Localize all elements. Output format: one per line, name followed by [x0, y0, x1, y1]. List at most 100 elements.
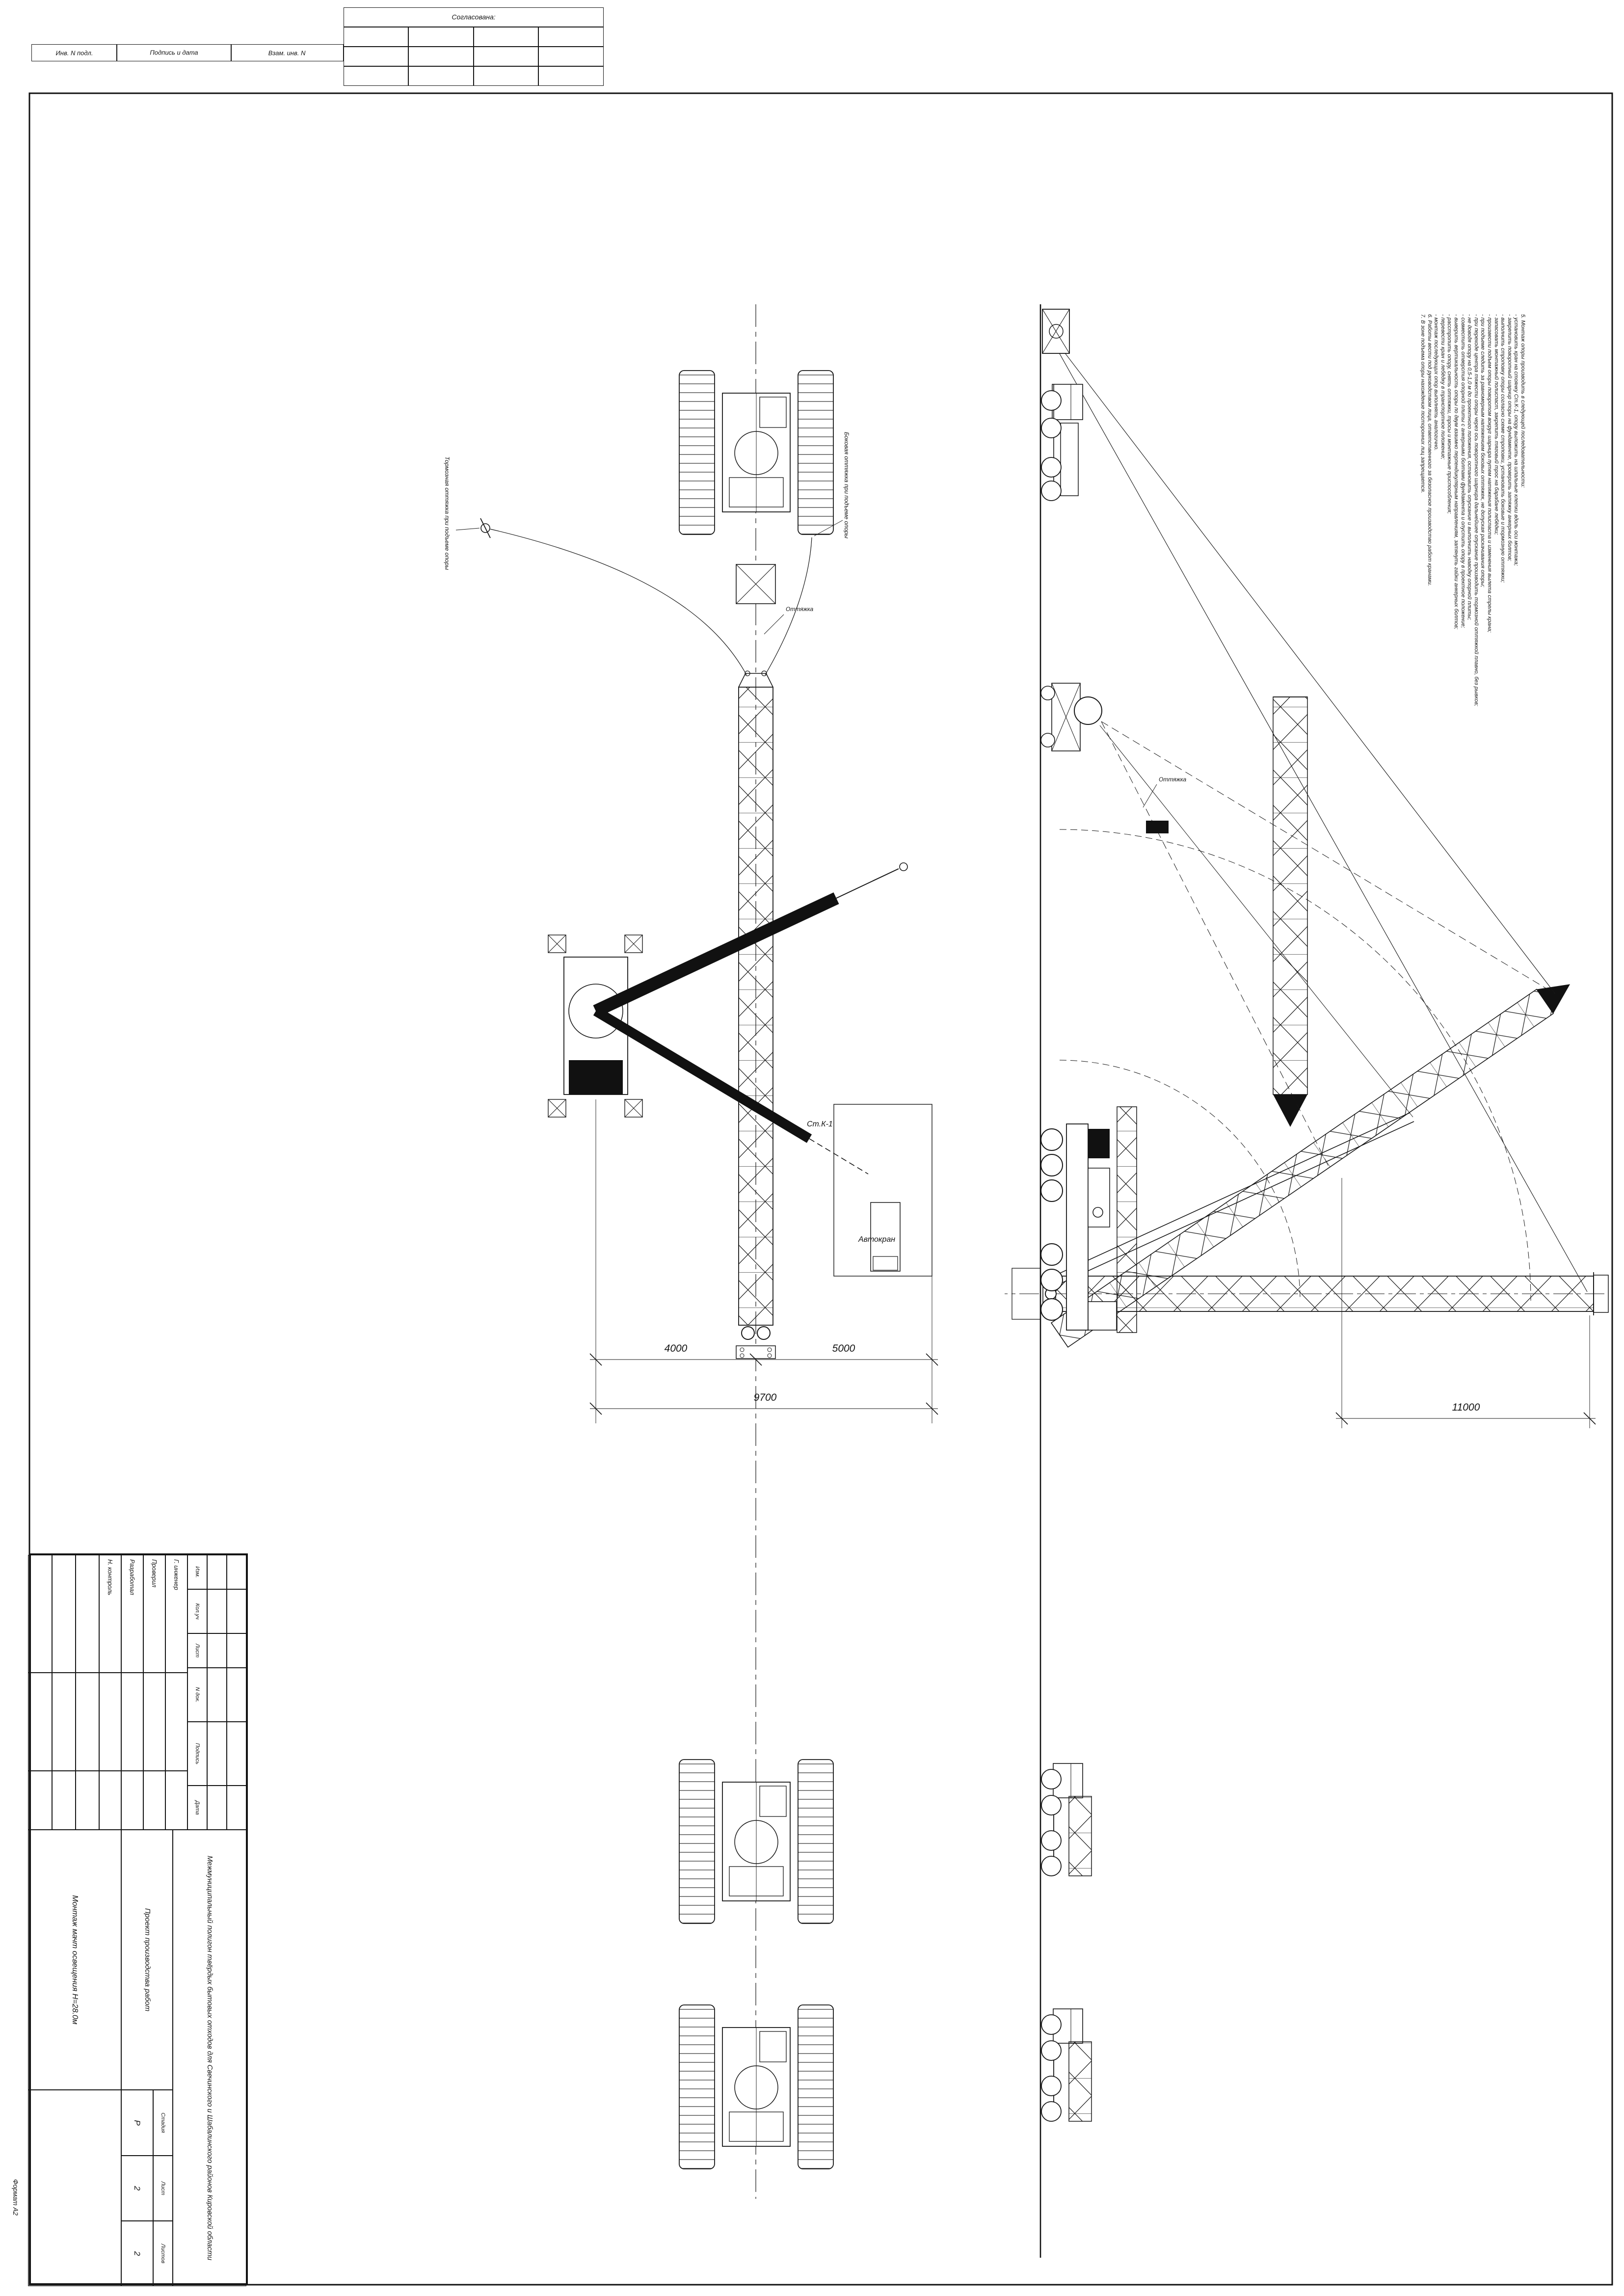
change-header-podpis: Подпись [187, 1722, 207, 1786]
strip-inv-label: Инв. N подл. [55, 49, 93, 57]
approval-table: Согласована: [344, 7, 604, 86]
organization-cell [28, 2090, 121, 2286]
approval-cell [344, 66, 409, 86]
strip-vzam: Взам. инв. N [231, 44, 344, 61]
sheets-value-cell: 2 [121, 2221, 153, 2286]
note-line: - запасовать монтажный полиспаст, закреп… [1493, 314, 1499, 535]
note-line: - не доводя опору на 0,5-1,0 м до проект… [1466, 314, 1473, 620]
dim-text-4000: 4000 [665, 1343, 688, 1354]
mast-head-plan [738, 673, 773, 688]
guy-label-1: Тормозная оттяжка при подъеме опоры [444, 456, 451, 570]
change-cell [227, 1786, 246, 1830]
hinge-plan-2 [741, 1326, 755, 1340]
winch-unit [1040, 683, 1102, 751]
flatbed-truck [1041, 384, 1083, 501]
stage-value-cell: Р [121, 2090, 153, 2156]
role-norm-control: Н. контроль [99, 1555, 121, 1673]
anchor-point [480, 523, 490, 533]
note-line: - выверить вертикальность опоры по двум … [1453, 314, 1460, 630]
blank-cell [52, 1771, 76, 1830]
note-line: - выполнить строповку опоры согласно схе… [1500, 314, 1506, 583]
change-header-data: Дата [187, 1786, 207, 1830]
role-chief-engineer: Г. инженер [165, 1555, 187, 1673]
strip-podpis-label: Подпись и дата [150, 49, 198, 56]
change-cell [227, 1555, 246, 1589]
guy-cables [1043, 324, 1588, 1292]
approval-cell [408, 47, 474, 66]
change-cell [207, 1668, 227, 1722]
approval-header-cell: Согласована: [344, 7, 604, 27]
signature-cell [165, 1673, 187, 1771]
date-cell [165, 1771, 187, 1830]
change-cell [227, 1589, 246, 1633]
blank-cell [28, 1771, 52, 1830]
station-label: Ст.К-1 [807, 1120, 833, 1128]
blank-cell [52, 1673, 76, 1771]
margin-strips: Взам. инв. N Подпись и дата Инв. N подл. [29, 44, 344, 61]
blank-cell [28, 1673, 52, 1771]
strip-vzam-label: Взам. инв. N [268, 49, 306, 56]
change-cell [227, 1668, 246, 1722]
change-cell [227, 1633, 246, 1668]
blank-cell [76, 1555, 99, 1673]
approval-cell [344, 27, 409, 47]
assembly-notes: 5. Монтаж опоры производить в следующей … [1412, 314, 1526, 866]
hook [899, 862, 908, 871]
approval-cell [538, 27, 604, 47]
note-line: - расстропить опору, снять оттяжки, трос… [1446, 314, 1453, 514]
plan-dimensions: 4000 5000 9700 [589, 1099, 938, 1423]
truck-crane-elevation [1040, 1106, 1137, 1333]
note-line: - при переходе центра тяжести опоры чере… [1473, 314, 1479, 706]
tie-label-text: Оттяжка [1159, 776, 1187, 783]
signature-cell [99, 1673, 121, 1771]
crawler-crane-position-3 [679, 2004, 834, 2169]
section-truck-2 [1041, 2008, 1092, 2122]
note-line: - перевести кран и лебёдку в транспортно… [1439, 314, 1446, 460]
signature-cell [143, 1673, 165, 1771]
mast-head-black-tip [1536, 984, 1571, 1014]
sheets-label-cell: Листов [153, 2221, 173, 2286]
approval-grid [344, 27, 604, 86]
note-line: 6. Работы вести под руководством лица, о… [1426, 314, 1433, 586]
note-line: - совместить отверстия опорной плиты с а… [1460, 314, 1466, 628]
lift-trajectory-arc-outer [1059, 829, 1531, 1301]
erected-mast [1012, 1268, 1609, 1320]
sheet-label-cell: Лист [153, 2156, 173, 2221]
note-line: - при подъеме следить за равномерным нат… [1480, 314, 1486, 587]
counterweight-black [569, 1060, 623, 1095]
lattice-mast-plan [736, 670, 776, 1359]
section-truck-1 [1041, 1763, 1092, 1876]
mast-intermediate-position [1050, 984, 1571, 1348]
crane-counterweight [1088, 1129, 1110, 1158]
blank-cell [76, 1771, 99, 1830]
foundation [1012, 1268, 1041, 1320]
object-name-cell: Межмуниципальный полигон твёрдых бытовых… [173, 1830, 246, 2286]
note-line: - произвести подъем опоры поворотом вокр… [1487, 314, 1493, 633]
note-line: 7. В зоне подъема опоры нахождение посто… [1420, 314, 1426, 493]
crane-boom-lattice [1117, 1106, 1137, 1333]
lift-trajectory-arc-inner [1059, 1060, 1301, 1301]
guy-ropes-plan [480, 518, 812, 675]
format-label: Формат А2 [12, 2179, 20, 2216]
blank-cell [76, 1673, 99, 1771]
hinge-plan-1 [757, 1326, 771, 1340]
blank-cell [52, 1555, 76, 1673]
date-cell [143, 1771, 165, 1830]
sheet-name-cell: Монтаж мачт освещения Н=28.0м [28, 1830, 121, 2090]
frame-border [28, 92, 1613, 2286]
change-cell [207, 1555, 227, 1589]
change-header-ndok: N док. [187, 1668, 207, 1722]
dim-text-5000: 5000 [832, 1343, 855, 1354]
boom-position-2 [593, 1007, 812, 1143]
tie-label-elevation: Оттяжка [1143, 776, 1187, 808]
winch-drum [1074, 696, 1102, 725]
ground-anchor [1042, 309, 1070, 354]
sheet-value-cell: 2 [121, 2156, 153, 2221]
axis-anchor-box [736, 564, 776, 604]
note-line: - монтаж последующих опор выполнять анал… [1433, 314, 1439, 451]
document-name-cell: Проект производства работ [121, 1830, 173, 2090]
date-cell [121, 1771, 143, 1830]
truck-crane-plan [548, 862, 908, 1175]
